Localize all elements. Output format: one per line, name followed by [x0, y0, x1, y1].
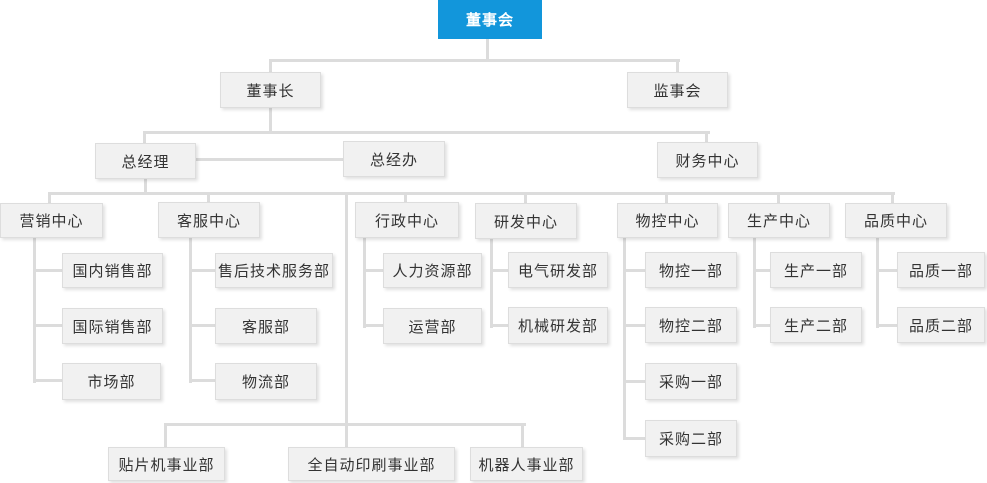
- connector-line: [345, 192, 348, 426]
- org-node-production: 生产中心: [728, 203, 830, 238]
- connector-line: [269, 108, 272, 132]
- org-node-marketing: 营销中心: [0, 203, 103, 238]
- connector-line: [676, 59, 679, 73]
- org-node-hr: 人力资源部: [383, 253, 482, 288]
- connector-line: [164, 423, 167, 448]
- org-node-finance: 财务中心: [657, 142, 758, 178]
- connector-line: [753, 238, 756, 328]
- org-node-mc2: 物控二部: [645, 307, 737, 343]
- org-node-rnd: 研发中心: [475, 203, 577, 239]
- connector-line: [521, 423, 524, 448]
- connector-line: [143, 131, 146, 144]
- org-node-mechanical: 机械研发部: [508, 307, 608, 344]
- connector-line: [269, 59, 680, 62]
- org-node-pur2: 采购二部: [645, 420, 737, 457]
- connector-line: [665, 192, 668, 204]
- connector-line: [623, 238, 626, 440]
- connector-line: [490, 239, 493, 328]
- connector-line: [363, 269, 383, 272]
- org-node-prod2: 生产二部: [770, 307, 862, 343]
- connector-line: [207, 192, 210, 203]
- org-node-prod1: 生产一部: [770, 252, 862, 288]
- connector-line: [876, 324, 897, 327]
- connector-line: [777, 192, 780, 204]
- connector-line: [705, 131, 708, 143]
- connector-line: [623, 437, 645, 440]
- connector-line: [345, 423, 348, 448]
- connector-line: [189, 324, 215, 327]
- connector-line: [876, 269, 897, 272]
- org-node-logistics: 物流部: [215, 363, 317, 400]
- org-node-qa1: 品质一部: [897, 252, 985, 288]
- connector-line: [33, 269, 62, 272]
- connector-line: [189, 269, 215, 272]
- org-node-cs-dept: 客服部: [215, 308, 317, 344]
- org-node-domestic-sales: 国内销售部: [62, 253, 163, 288]
- connector-line: [196, 158, 343, 161]
- connector-line: [33, 238, 36, 383]
- org-node-materials: 物控中心: [617, 203, 718, 238]
- connector-line: [753, 269, 770, 272]
- org-node-admin: 行政中心: [355, 202, 459, 238]
- connector-line: [876, 238, 879, 328]
- org-node-board: 董事会: [438, 0, 542, 39]
- connector-line: [753, 324, 770, 327]
- org-node-operations: 运营部: [383, 308, 482, 344]
- connector-line: [48, 192, 51, 204]
- connector-line: [363, 324, 383, 327]
- connector-line: [623, 269, 645, 272]
- connector-line: [33, 379, 62, 382]
- org-node-gm-office: 总经办: [343, 141, 445, 177]
- org-node-mc1: 物控一部: [645, 252, 737, 288]
- org-node-printing: 全自动印刷事业部: [288, 447, 455, 481]
- connector-line: [363, 238, 366, 328]
- org-node-aftersales: 售后技术服务部: [215, 253, 333, 288]
- org-node-gm: 总经理: [95, 143, 196, 179]
- org-node-quality: 品质中心: [845, 203, 947, 238]
- connector-line: [189, 238, 192, 383]
- org-node-market-dept: 市场部: [62, 363, 161, 400]
- connector-line: [189, 379, 215, 382]
- org-node-intl-sales: 国际销售部: [62, 308, 163, 344]
- connector-line: [891, 192, 894, 204]
- org-node-pur1: 采购一部: [645, 363, 737, 400]
- connector-line: [404, 192, 407, 203]
- connector-line: [623, 380, 645, 383]
- org-node-service: 客服中心: [158, 202, 260, 238]
- connector-line: [490, 269, 508, 272]
- connector-line: [269, 59, 272, 73]
- connector-line: [33, 324, 62, 327]
- connector-line: [524, 192, 527, 204]
- org-node-supervisory: 监事会: [627, 72, 728, 108]
- connector-line: [486, 39, 489, 60]
- org-node-smt: 贴片机事业部: [108, 447, 225, 481]
- org-node-electrical: 电气研发部: [508, 252, 608, 288]
- org-node-chairman: 董事长: [220, 72, 321, 108]
- connector-line: [490, 324, 508, 327]
- connector-line: [623, 324, 645, 327]
- connector-line: [144, 179, 147, 193]
- org-node-robot: 机器人事业部: [470, 447, 583, 481]
- connector-line: [48, 192, 895, 195]
- org-node-qa2: 品质二部: [897, 307, 985, 343]
- connector-line: [143, 131, 710, 134]
